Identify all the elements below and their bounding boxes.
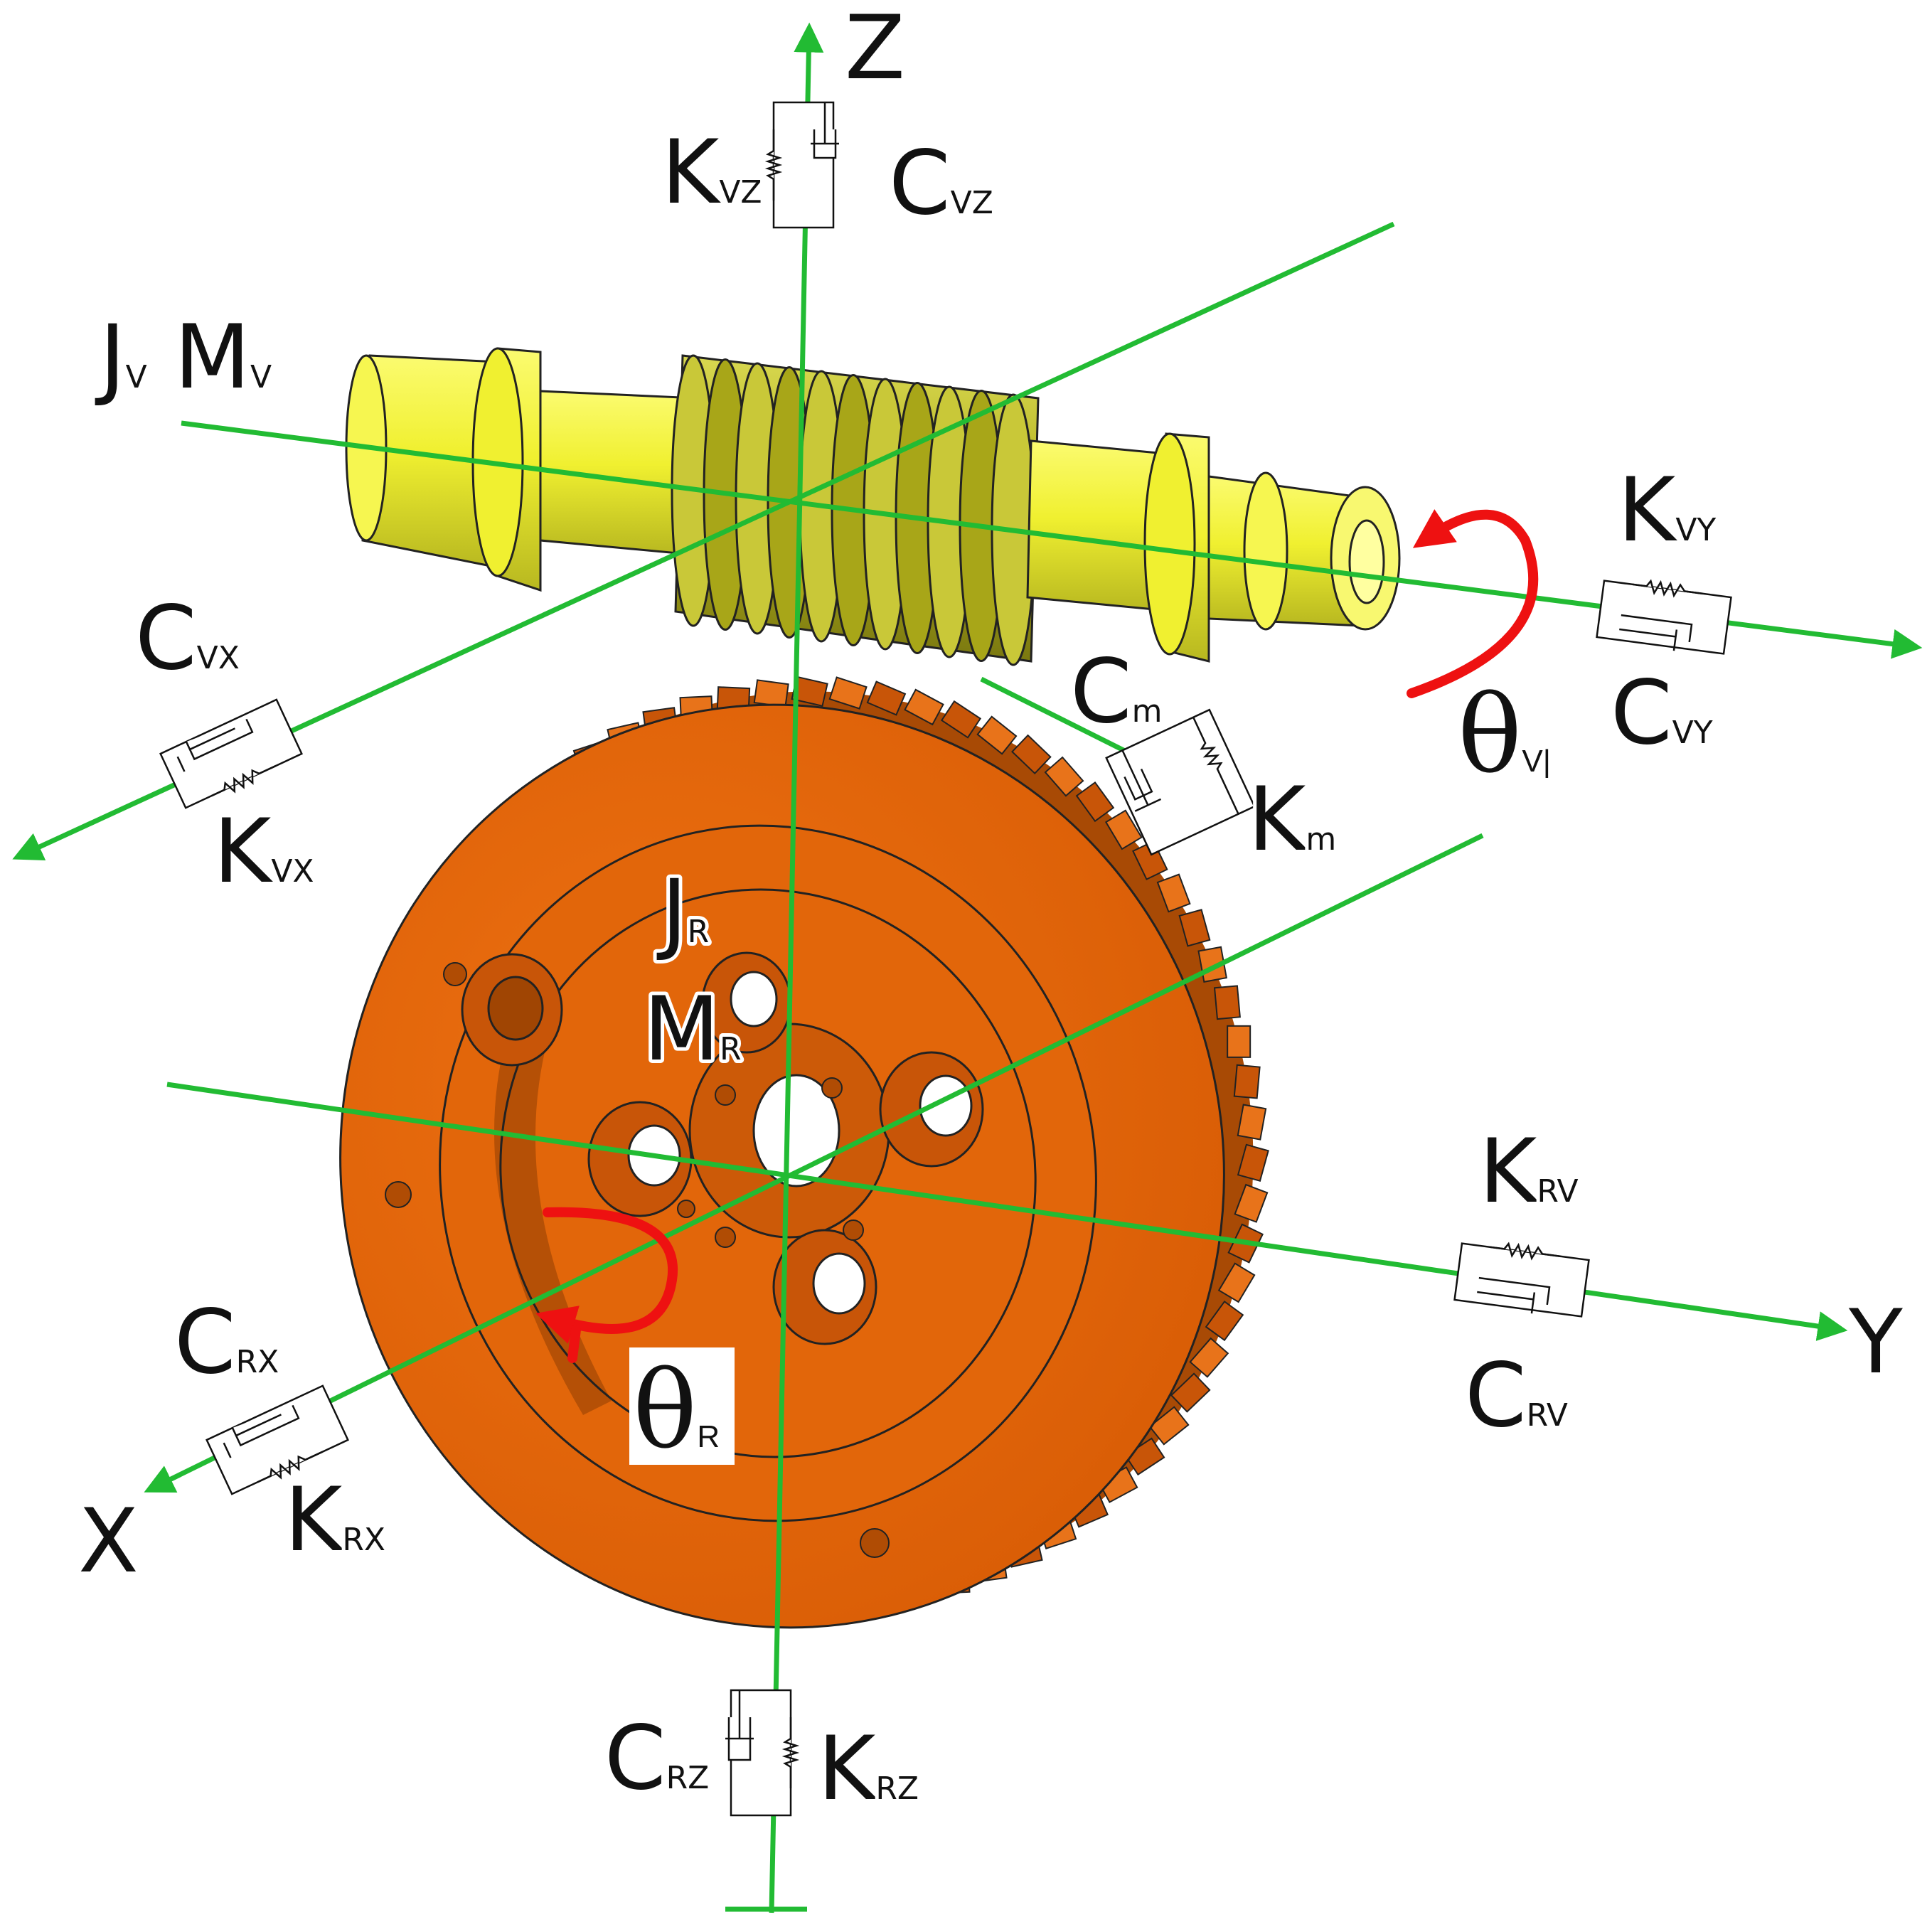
gear-tooth xyxy=(1104,809,1143,850)
gear-tooth xyxy=(1217,1262,1256,1303)
mesh-spring-damper xyxy=(1105,708,1256,856)
gear-x-spring-damper xyxy=(206,1384,349,1495)
x-axis-label: X xyxy=(78,1490,139,1593)
gear-tooth xyxy=(1148,1406,1190,1446)
y-axis-label: Y xyxy=(1848,1291,1903,1394)
gear-theta-box xyxy=(629,1347,735,1465)
gear-c-z-label: CRZ xyxy=(604,1707,709,1810)
z-axis-label: Z xyxy=(845,0,905,100)
gear-y-spring-damper xyxy=(1453,1242,1590,1318)
worm-theta-label: θV| xyxy=(1458,673,1551,797)
gear-tooth xyxy=(940,700,982,739)
gear-small-holes xyxy=(385,962,890,1558)
worm-k-y-label: KVY xyxy=(1618,459,1716,562)
gear-tooth xyxy=(1132,840,1168,880)
worm-wheel-gear xyxy=(339,676,1269,1629)
gear-bore-hole xyxy=(752,1074,840,1187)
gear-tooth xyxy=(976,715,1018,755)
worm-z-spring-damper xyxy=(764,101,839,229)
worm-inertia-label: JV xyxy=(95,306,147,409)
gear-k-z-label: KRZ xyxy=(818,1718,919,1820)
gear-tooth xyxy=(1233,1064,1261,1099)
worm-shaft xyxy=(345,347,1401,666)
mesh-c-label: Cm xyxy=(1070,641,1162,743)
gear-tooth xyxy=(866,680,907,716)
gear-tooth xyxy=(1075,781,1115,823)
labels: Z Y X JV MV KVZ CVZ KVY CVY CVX KVX θV| … xyxy=(75,0,1906,1824)
worm-y-spring-damper xyxy=(1596,579,1732,655)
gear-tooth xyxy=(753,679,789,708)
worm-mass-label: MV xyxy=(174,306,272,409)
gear-tooth xyxy=(1156,873,1191,913)
gear-tooth xyxy=(904,688,944,726)
worm-x-spring-damper xyxy=(159,698,303,809)
gear-k-x-label: KRX xyxy=(284,1469,385,1571)
worm-c-z-label: CVZ xyxy=(889,132,993,235)
gear-rotation-arrow xyxy=(535,1207,678,1344)
spring-damper-elements xyxy=(159,101,1732,1817)
gear-tooth xyxy=(1234,1183,1269,1223)
worm-k-z-label: KVZ xyxy=(661,122,762,224)
gear-tooth xyxy=(1227,1025,1251,1058)
mesh-k-label: Km xyxy=(1248,769,1336,871)
gear-tooth xyxy=(1011,734,1052,775)
gear-mass-label: MR xyxy=(644,978,742,1081)
worm-k-x-label: KVX xyxy=(213,801,314,903)
worm-rotation-arrow xyxy=(1407,509,1539,698)
gear-k-y-label: KRV xyxy=(1479,1121,1579,1223)
gear-z-spring-damper xyxy=(725,1689,800,1817)
gear-c-y-label: CRV xyxy=(1465,1345,1568,1447)
worm-c-x-label: CVX xyxy=(135,587,240,690)
gear-tooth xyxy=(1044,756,1084,797)
z-axis xyxy=(769,22,824,1913)
worm-c-y-label: CVY xyxy=(1611,662,1713,764)
gear-tooth xyxy=(1237,1104,1267,1141)
gear-c-x-label: CRX xyxy=(174,1291,279,1394)
gear-tooth xyxy=(1178,909,1211,947)
gear-tooth xyxy=(828,676,868,710)
gear-tooth xyxy=(1189,1337,1229,1378)
gear-tooth xyxy=(1205,1300,1244,1342)
gear-tooth xyxy=(1237,1143,1269,1182)
gear-tooth xyxy=(1213,985,1241,1020)
gear-theta-label: θR xyxy=(633,1349,720,1473)
gear-bolt-bosses xyxy=(461,951,984,1345)
gear-tooth xyxy=(1170,1372,1211,1413)
gear-x-axis xyxy=(144,833,1484,1493)
